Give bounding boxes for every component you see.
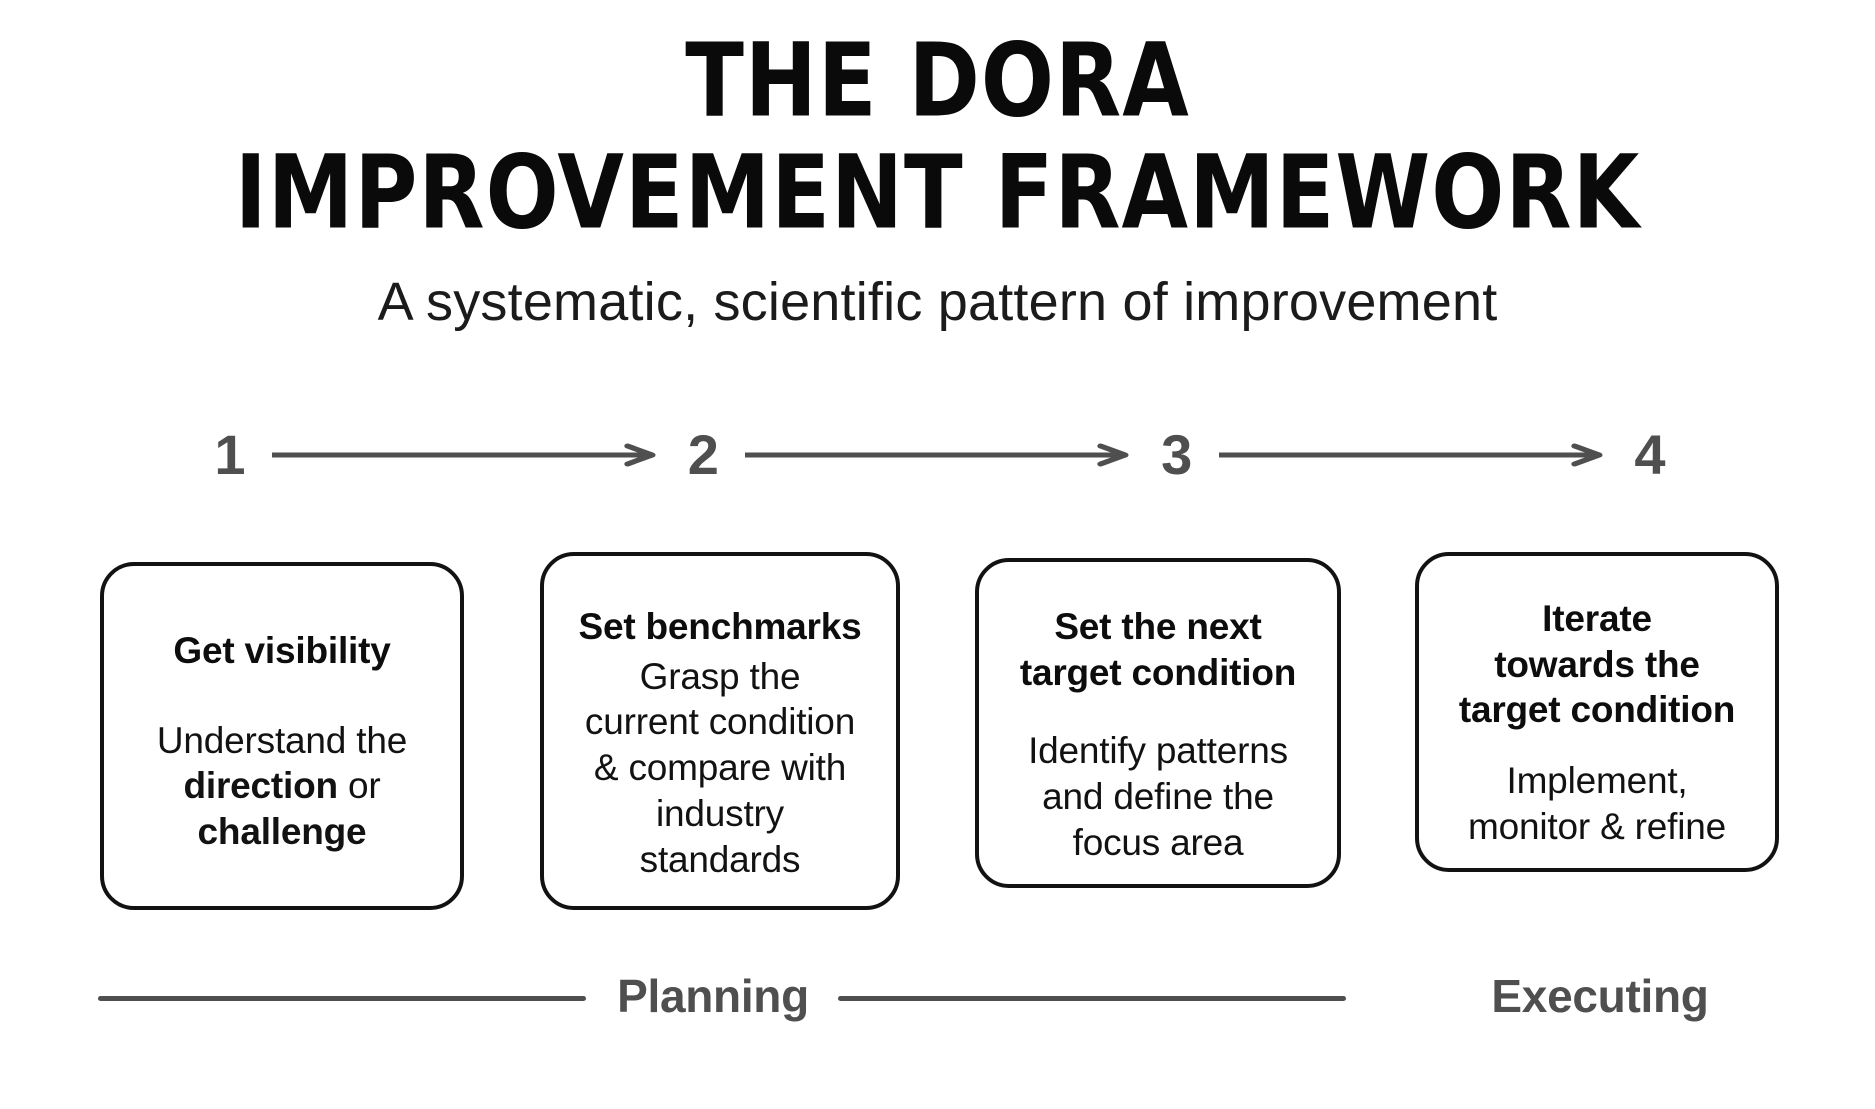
card-3-body-line-1: Identify patterns (1028, 730, 1288, 772)
card-2-body: Grasp the current condition & compare wi… (585, 654, 855, 883)
step-number-2: 2 (687, 423, 719, 486)
page-title: THE DORA IMPROVEMENT FRAMEWORK (0, 0, 1875, 249)
card-1-body-mid-1: or (337, 765, 381, 807)
card-2-body-line-3: & compare with (593, 747, 847, 789)
card-1-body-bold-1: direction (183, 765, 338, 807)
card-1-body: Understand the direction or challenge (157, 718, 407, 856)
step-number-strip: 1 2 3 4 (0, 418, 1875, 492)
card-4-body-line-1: Implement, (1506, 760, 1688, 802)
card-1-body-bold-2: challenge (197, 811, 367, 853)
step-number-4: 4 (1634, 423, 1666, 486)
card-3-body-line-3: focus area (1072, 822, 1244, 864)
phase-line-right (838, 996, 1346, 1001)
card-3-body-line-2: and define the (1042, 776, 1274, 818)
card-3-heading: Set the next target condition (1019, 580, 1297, 695)
card-1-heading: Get visibility (173, 630, 391, 671)
framework-card-row: Get visibility Understand the direction … (0, 552, 1875, 912)
page-title-line-2: IMPROVEMENT FRAMEWORK (234, 134, 1641, 253)
card-4-heading-line-2: towards the (1494, 643, 1700, 685)
phase-label-planning: Planning (617, 970, 809, 1022)
card-2-heading: Set benchmarks (578, 606, 862, 647)
card-2-body-line-1: Grasp the (639, 655, 801, 697)
card-3-body: Identify patterns and define the focus a… (1028, 728, 1288, 866)
step-number-1: 1 (214, 423, 246, 486)
arrow-2-to-3-icon (745, 443, 1134, 467)
arrow-3-to-4-icon (1218, 443, 1608, 467)
page-title-line-1: THE DORA (685, 22, 1190, 141)
card-4-body: Implement, monitor & refine (1468, 758, 1726, 850)
card-4-body-line-2: monitor & refine (1468, 806, 1726, 848)
step-number-3: 3 (1161, 423, 1193, 486)
card-2-body-line-5: standards (639, 839, 801, 880)
framework-card-2[interactable]: Set benchmarks Grasp the current conditi… (540, 552, 900, 910)
card-3-heading-line-2: target condition (1019, 651, 1297, 693)
arrow-1-to-2-icon (272, 443, 661, 467)
header: THE DORA IMPROVEMENT FRAMEWORK A systema… (0, 0, 1875, 333)
card-4-heading-line-1: Iterate (1542, 598, 1652, 639)
framework-card-3[interactable]: Set the next target condition Identify p… (975, 558, 1341, 888)
framework-card-1[interactable]: Get visibility Understand the direction … (100, 562, 464, 910)
card-2-body-line-4: industry (656, 793, 784, 835)
framework-card-4[interactable]: Iterate towards the target condition Imp… (1415, 552, 1779, 872)
card-2-body-line-2: current condition (584, 701, 856, 743)
card-1-body-line-1: Understand the (156, 719, 408, 761)
page-subtitle: A systematic, scientific pattern of impr… (377, 272, 1498, 333)
card-3-heading-line-1: Set the next (1054, 606, 1262, 647)
phase-line-left (98, 996, 586, 1001)
card-4-heading: Iterate towards the target condition (1458, 574, 1736, 733)
card-4-heading-line-3: target condition (1458, 689, 1736, 730)
phase-bracket: Planning Executing (0, 960, 1875, 1040)
phase-label-executing: Executing (1491, 970, 1709, 1022)
